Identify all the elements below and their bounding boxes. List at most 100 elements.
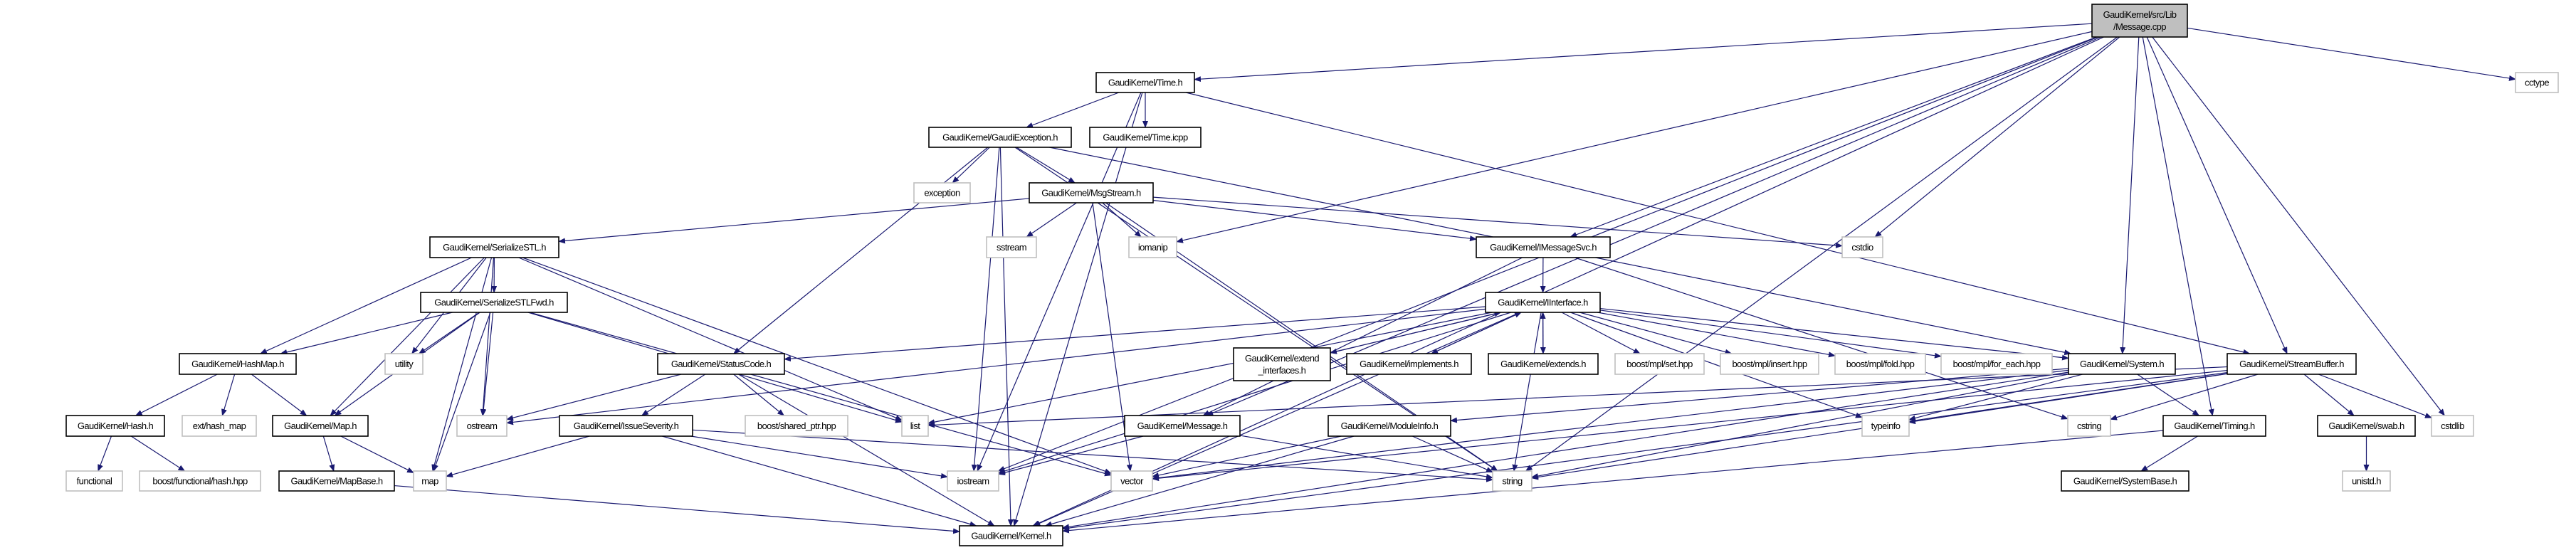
node-vector: vector: [1110, 470, 1153, 492]
node-label: iostream: [957, 476, 989, 487]
node-box: [429, 236, 559, 258]
node-statuscode-h[interactable]: GaudiKernel/StatusCode.h: [657, 353, 785, 375]
node-box: [65, 415, 165, 437]
node-label: typeinfo: [1871, 421, 1901, 431]
edge-statuscode_h-to-ostream: [506, 374, 682, 421]
node-time-h[interactable]: GaudiKernel/Time.h: [1095, 72, 1195, 93]
node-box: [2317, 415, 2416, 437]
node-mapbase-h[interactable]: GaudiKernel/MapBase.h: [278, 470, 395, 492]
node-system-h[interactable]: GaudiKernel/System.h: [2068, 353, 2176, 375]
node-box: [1861, 415, 1910, 437]
node-box: [2068, 353, 2176, 375]
node-mpl-for-each: boost/mpl/for_each.hpp: [1940, 353, 2053, 375]
edge-timing_h-to-kernel_h: [1062, 430, 2164, 534]
node-exception: exception: [913, 182, 971, 203]
node-label: iomanip: [1138, 242, 1168, 253]
node-hashmap-h[interactable]: GaudiKernel/HashMap.h: [179, 353, 297, 375]
node-box: [2227, 353, 2357, 375]
edge-serializestlfwd_h-to-utility: [418, 312, 480, 354]
node-systembase-h[interactable]: GaudiKernel/SystemBase.h: [2061, 470, 2189, 492]
nodes: GaudiKernel/src/Lib/Message.cppGaudiKern…: [65, 4, 2559, 546]
edge-iinterface_h-to-mpl_for_each: [1599, 310, 1942, 359]
node-label: GaudiKernel/swab.h: [2328, 421, 2404, 431]
edge-serializestlfwd_h-to-vector: [529, 312, 1112, 477]
node-box: [1488, 353, 1599, 375]
edge-message_cpp-to-string: [1525, 36, 2118, 472]
node-label: functional: [77, 476, 112, 487]
edge-gaudiexception_h-to-kernel_h: [999, 147, 1014, 527]
node-imessagesvc-h[interactable]: GaudiKernel/IMessageSvc.h: [1476, 236, 1611, 258]
edge-message_cpp-to-streambuffer_h: [2146, 36, 2288, 354]
node-box: [1940, 353, 2053, 375]
node-typeinfo: typeinfo: [1861, 415, 1910, 437]
edge-message_cpp-to-cctype: [2187, 27, 2516, 81]
edge-issueseverity_h-to-map: [446, 435, 590, 477]
node-serializestl-h[interactable]: GaudiKernel/SerializeSTL.h: [429, 236, 559, 258]
node-unistd-h: unistd.h: [2342, 470, 2391, 492]
node-label: map: [421, 476, 438, 487]
node-label: boost/mpl/set.hpp: [1626, 359, 1693, 369]
edge-issueseverity_h-to-iostream: [690, 435, 948, 479]
node-kernel-h[interactable]: GaudiKernel/Kernel.h: [959, 525, 1063, 546]
edge-issueseverity_h-to-string: [692, 429, 1493, 482]
edge-message_cpp-to-time_h: [1194, 23, 2093, 83]
node-message-h[interactable]: GaudiKernel/Message.h: [1124, 415, 1241, 437]
node-label: boost/mpl/insert.hpp: [1732, 359, 1807, 369]
node-mpl-set: boost/mpl/set.hpp: [1614, 353, 1705, 375]
edge-moduleinfo_h-to-kernel_h: [1044, 435, 1355, 527]
node-box: [1476, 236, 1611, 258]
node-ext-hash-map: ext/hash_map: [182, 415, 257, 437]
edge-gaudiexception_h-to-msgstream_h: [1016, 147, 1076, 184]
edge-hashmap_h-to-map_h: [251, 374, 307, 416]
node-label: GaudiKernel/Map.h: [284, 421, 357, 431]
node-timing-h[interactable]: GaudiKernel/Timing.h: [2162, 415, 2266, 437]
node-label: GaudiKernel/MapBase.h: [290, 476, 382, 487]
edge-statuscode_h-to-issueseverity_h: [641, 374, 706, 416]
node-box: [1124, 415, 1241, 437]
node-utility: utility: [384, 353, 424, 375]
edge-streambuffer_h-to-kernel_h: [1062, 372, 2228, 532]
node-label: GaudiKernel/src/Lib: [2103, 9, 2177, 20]
edge-streambuffer_h-to-swab_h: [2303, 374, 2355, 416]
node-box: [1328, 415, 1451, 437]
node-mpl-fold: boost/mpl/fold.hpp: [1834, 353, 1926, 375]
edge-streambuffer_h-to-list: [927, 366, 2228, 428]
node-gaudiexception-h[interactable]: GaudiKernel/GaudiException.h: [928, 127, 1072, 148]
node-issueseverity-h[interactable]: GaudiKernel/IssueSeverity.h: [559, 415, 693, 437]
node-label: GaudiKernel/implements.h: [1360, 359, 1458, 369]
node-box: [1841, 236, 1883, 258]
node-label: GaudiKernel/System.h: [2080, 359, 2164, 369]
node-label: unistd.h: [2352, 476, 2381, 487]
node-box: [959, 525, 1063, 546]
edge-serializestlfwd_h-to-map: [433, 312, 491, 472]
node-list: list: [901, 415, 929, 437]
edge-extend_interfaces_h-to-iinterface_h: [1330, 311, 1502, 354]
node-time-icpp[interactable]: GaudiKernel/Time.icpp: [1089, 127, 1202, 148]
node-label: GaudiKernel/SerializeSTL.h: [443, 242, 546, 253]
node-moduleinfo-h[interactable]: GaudiKernel/ModuleInfo.h: [1328, 415, 1451, 437]
node-extends-h[interactable]: GaudiKernel/extends.h: [1488, 353, 1599, 375]
node-iinterface-h[interactable]: GaudiKernel/IInterface.h: [1485, 292, 1601, 313]
node-label: GaudiKernel/Time.icpp: [1103, 132, 1188, 143]
node-serializestlfwd-h[interactable]: GaudiKernel/SerializeSTLFwd.h: [420, 292, 568, 313]
node-label: /Message.cpp: [2113, 21, 2166, 32]
node-message-cpp[interactable]: GaudiKernel/src/Lib/Message.cpp: [2091, 4, 2188, 38]
node-box: [139, 470, 261, 492]
edge-system_h-to-timing_h: [2137, 374, 2200, 416]
node-msgstream-h[interactable]: GaudiKernel/MsgStream.h: [1029, 182, 1154, 203]
node-label: GaudiKernel/extend: [1245, 353, 1319, 364]
node-hash-h[interactable]: GaudiKernel/Hash.h: [65, 415, 165, 437]
node-implements-h[interactable]: GaudiKernel/implements.h: [1346, 353, 1472, 375]
node-swab-h[interactable]: GaudiKernel/swab.h: [2317, 415, 2416, 437]
node-box: [1492, 470, 1533, 492]
node-map-h[interactable]: GaudiKernel/Map.h: [272, 415, 369, 437]
edge-iinterface_h-to-mpl_fold: [1597, 312, 1836, 358]
node-label: GaudiKernel/GaudiException.h: [942, 132, 1058, 143]
node-box: [1029, 182, 1154, 203]
node-extend-interfaces-h[interactable]: GaudiKernel/extend_interfaces.h: [1233, 347, 1331, 381]
node-label: cstdlib: [2441, 421, 2464, 431]
node-label: GaudiKernel/IMessageSvc.h: [1490, 242, 1597, 253]
edge-system_h-to-typeinfo: [1908, 374, 2083, 421]
node-streambuffer-h[interactable]: GaudiKernel/StreamBuffer.h: [2227, 353, 2357, 375]
node-map: map: [413, 470, 447, 492]
